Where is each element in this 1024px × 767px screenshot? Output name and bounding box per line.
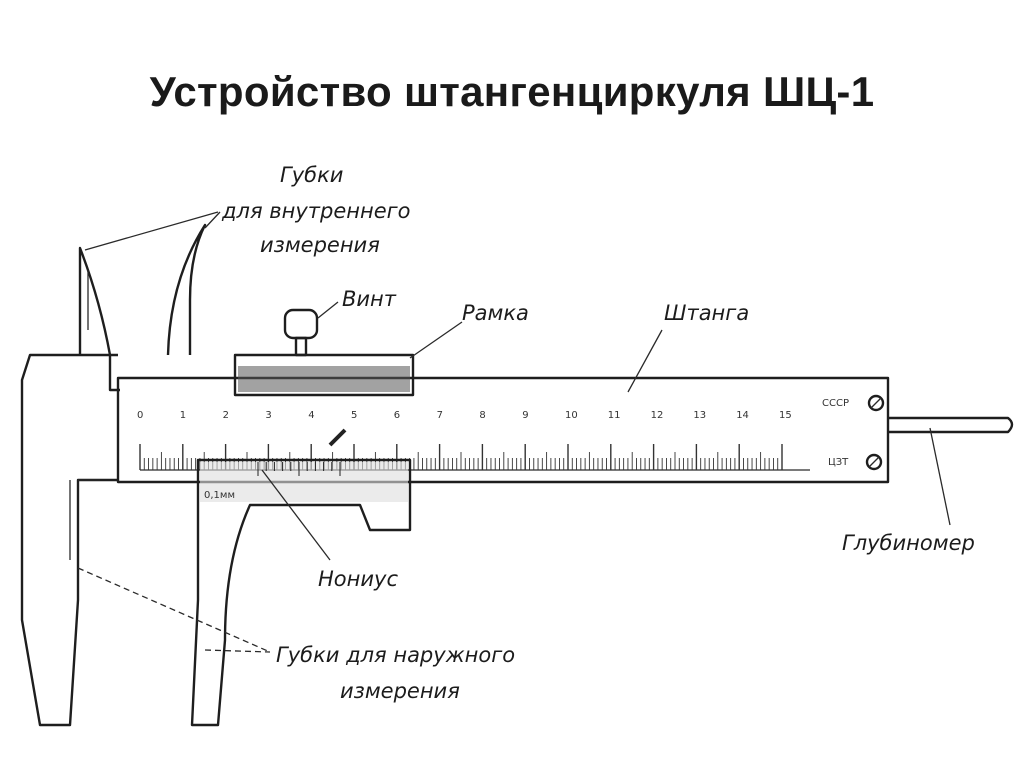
- frame-hatching: [238, 366, 410, 392]
- depth-gauge: [888, 416, 1014, 434]
- scale-number: 5: [351, 410, 357, 421]
- vernier-mark: 0,1мм: [204, 490, 235, 501]
- scale-number: 9: [522, 410, 528, 421]
- scale-number: 6: [394, 410, 400, 421]
- scale-number: 11: [608, 410, 621, 421]
- vernier-slider: [190, 458, 412, 727]
- page-title: Устройство штангенциркуля ШЦ-1: [149, 68, 875, 115]
- vernier-plate: [200, 462, 408, 502]
- label-depth-gauge: Глубиномер: [842, 531, 975, 555]
- leader-frame: [409, 321, 463, 359]
- fixed-inner-jaw: [78, 246, 120, 392]
- label-frame: Рамка: [462, 301, 529, 325]
- label-inner-jaws-2: для внутреннего: [221, 199, 411, 223]
- scale-number: 7: [437, 410, 443, 421]
- scale-number: 12: [651, 410, 664, 421]
- label-screw: Винт: [342, 287, 397, 311]
- label-outer-jaws-1: Губки для наружного: [276, 643, 515, 667]
- scale-number: 14: [736, 410, 749, 421]
- vernier-scale-ticks: [257, 462, 341, 476]
- frame: [233, 353, 415, 397]
- leader-screw: [317, 301, 339, 319]
- scale-number: 2: [223, 410, 229, 421]
- scale-number: 0: [137, 410, 143, 421]
- main-bar: [116, 376, 890, 484]
- leader-vernier: [261, 469, 331, 561]
- label-vernier: Нониус: [318, 567, 398, 591]
- scale-number: 4: [308, 410, 314, 421]
- label-bar: Штанга: [664, 301, 749, 325]
- leader-inner-jaws: [84, 211, 221, 251]
- scale-number: 3: [265, 410, 271, 421]
- fixed-outer-jaw: [20, 353, 118, 727]
- label-inner-jaws-3: измерения: [260, 233, 380, 257]
- label-inner-jaws-1: Губки: [280, 163, 343, 187]
- scale-number: 13: [693, 410, 706, 421]
- scale-number: 1: [180, 410, 186, 421]
- screw: [283, 308, 319, 340]
- bar-mark-bottom: ЦЗТ: [828, 457, 849, 468]
- leader-outer-jaws: [77, 567, 271, 653]
- bar-mark-top: СССР: [822, 398, 849, 409]
- movable-inner-jaw: [166, 223, 207, 356]
- leader-depth: [929, 427, 951, 526]
- end-screw-bottom: [865, 453, 883, 471]
- scale-number: 8: [479, 410, 485, 421]
- scale-number: 10: [565, 410, 578, 421]
- end-screw-top: [867, 394, 885, 412]
- label-outer-jaws-2: измерения: [340, 679, 460, 703]
- scale-number: 15: [779, 410, 792, 421]
- leader-bar: [627, 329, 663, 393]
- fixed-jaw-step: [69, 479, 100, 560]
